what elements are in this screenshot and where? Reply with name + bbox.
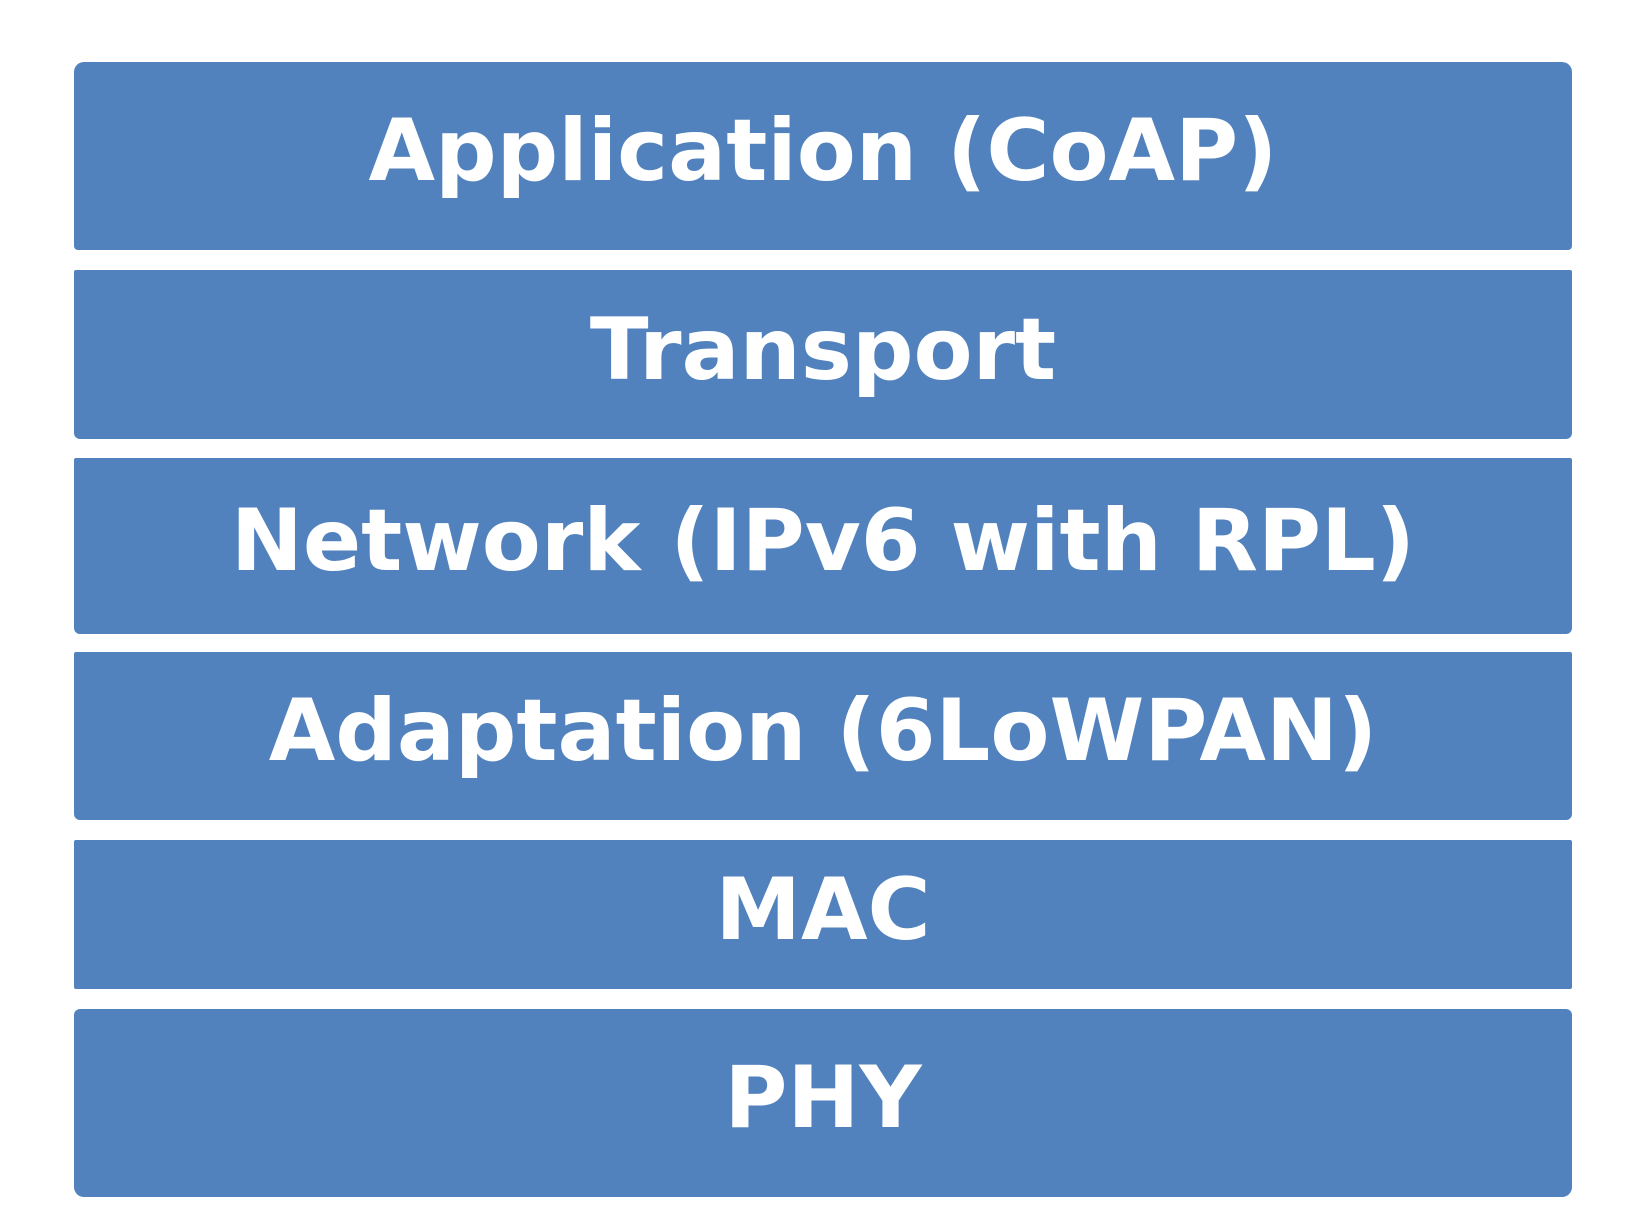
layer-transport: Transport [74,270,1572,439]
layer-label-network: Network (IPv6 with RPL) [230,491,1416,591]
layer-label-adaptation: Adaptation (6LoWPAN) [268,681,1378,781]
layer-network: Network (IPv6 with RPL) [74,458,1572,634]
layer-label-transport: Transport [589,299,1057,400]
layer-label-application: Application (CoAP) [368,101,1278,201]
layer-application: Application (CoAP) [74,62,1572,250]
layer-adaptation: Adaptation (6LoWPAN) [74,652,1572,820]
layer-label-mac: MAC [715,859,931,960]
layer-phy: PHY [74,1009,1572,1197]
layer-label-phy: PHY [724,1048,922,1148]
layer-mac: MAC [74,840,1572,989]
